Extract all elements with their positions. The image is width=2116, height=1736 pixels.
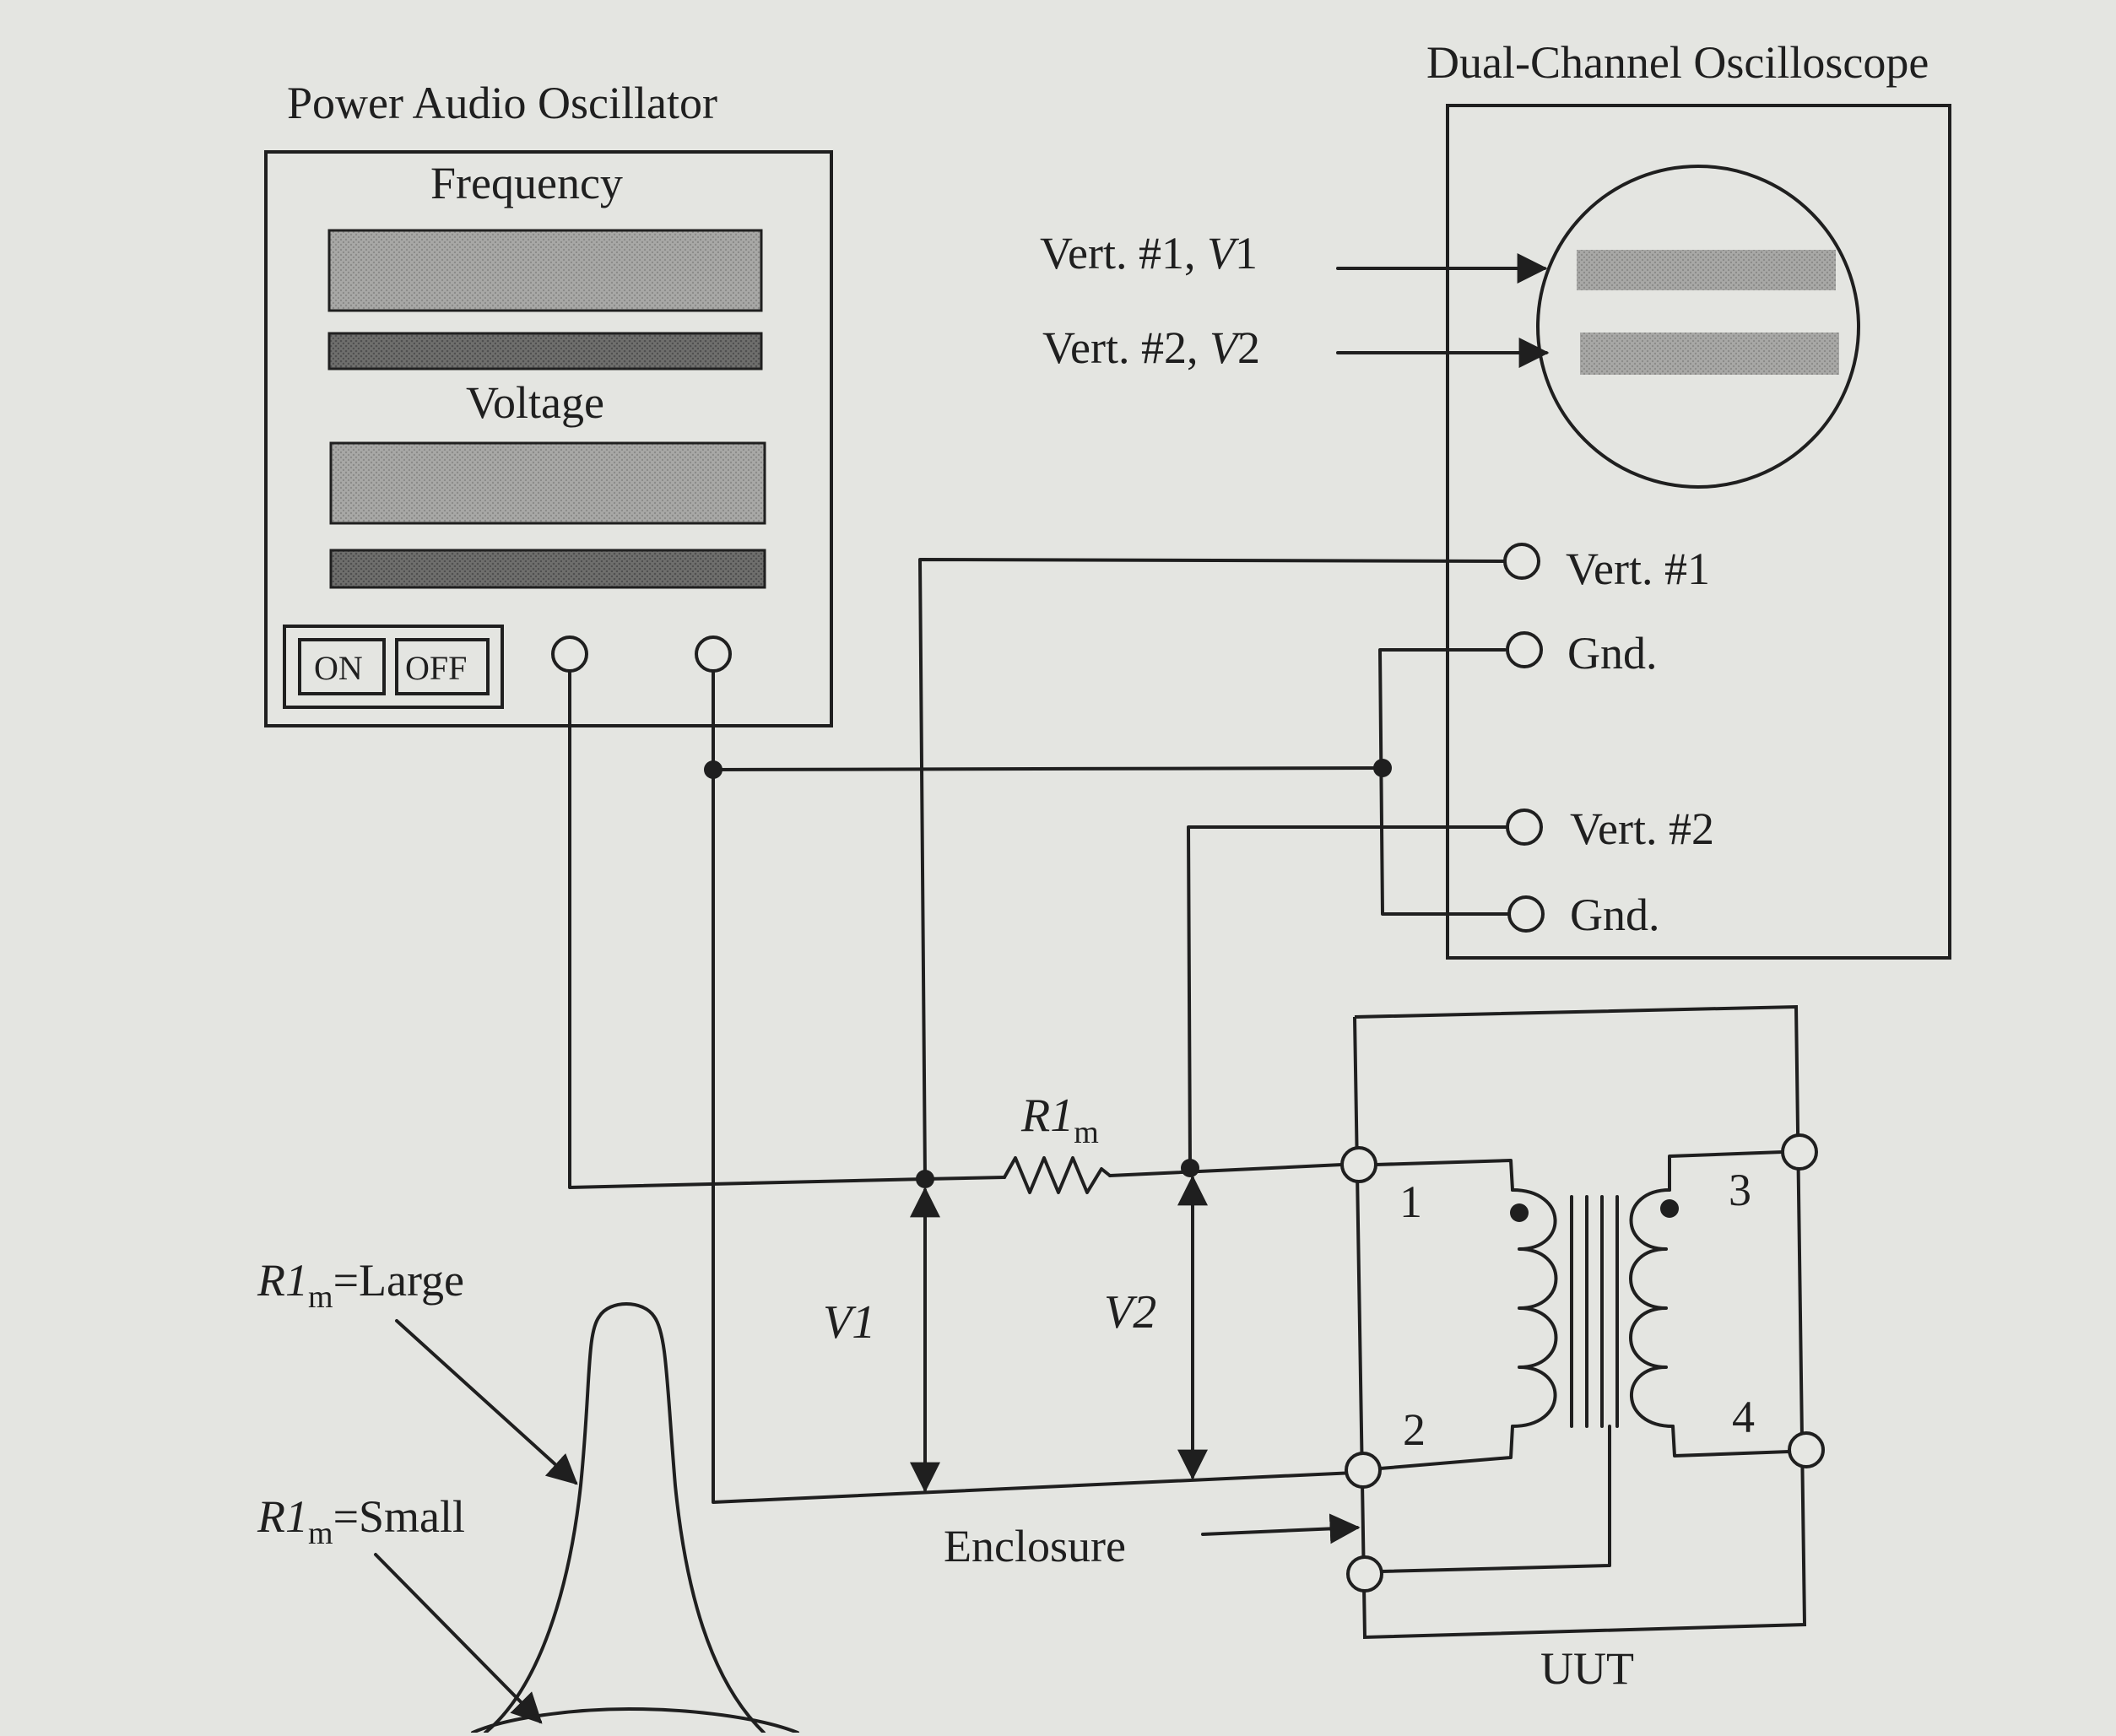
oscillator-ground-wire [712,669,1356,1504]
dual-channel-oscilloscope: Dual-Channel Oscilloscope Vert. #1, V1 V… [1040,37,1951,960]
scope-panel [1446,104,1951,960]
enclosure-label: Enclosure [944,1521,1126,1571]
small-resistance-pointer [374,1553,543,1724]
small-resistance-label: R1m=Small [257,1491,465,1551]
off-button[interactable]: OFF [395,638,490,695]
uut-pin-2-label: 2 [1403,1404,1426,1455]
uut-pin-3-terminal[interactable] [1781,1133,1818,1171]
uut-label: UUT [1540,1643,1634,1694]
secondary-lead-top [1668,1150,1784,1192]
uut-pin-4-label: 4 [1732,1392,1755,1442]
power-switch-frame [283,625,504,709]
power-audio-oscillator: Power Audio Oscillator Frequency Voltage… [264,78,833,727]
oscillator-output-wire [568,669,927,1189]
voltage-slider[interactable] [329,549,766,589]
v1-label: V1 [823,1296,875,1349]
trace-1-label: Vert. #1, V1 [1040,228,1258,279]
scope-ground-wire [1378,648,1511,916]
primary-winding [1511,1188,1558,1428]
oscillator-title: Power Audio Oscillator [287,78,717,128]
vert2-terminal[interactable] [1506,809,1543,846]
uut-enclosure [1353,1004,1807,1640]
v2-label: V2 [1104,1286,1156,1339]
wiring [568,558,1511,1504]
on-button[interactable]: ON [298,638,386,695]
off-label: OFF [405,649,467,687]
gnd2-label: Gnd. [1570,890,1660,940]
uut-pin-2-terminal[interactable] [1345,1452,1382,1489]
large-resistance-label: R1m=Large [257,1255,464,1315]
primary-polarity-dot [1510,1203,1529,1222]
junction-dot [1373,759,1392,777]
secondary-lead-bottom [1671,1425,1791,1457]
trace-1 [1577,250,1836,290]
uut-enclosure-terminal[interactable] [1346,1555,1383,1593]
resistor-label: R1m [1020,1090,1099,1150]
voltage-display [329,441,766,525]
response-sketch: R1m=Large R1m=Small [257,1255,799,1734]
large-resistance-pointer [395,1319,578,1485]
junction-dot [1181,1159,1199,1177]
vert1-terminal[interactable] [1503,543,1540,580]
junction-dot [916,1170,934,1188]
oscillator-output-terminal[interactable] [551,635,588,673]
vert2-probe-wire [1187,825,1509,1168]
uut: UUT 1 2 3 4 [1340,1004,1825,1694]
junction-dot [704,760,722,779]
frequency-display [327,229,763,312]
response-peak-curve [484,1302,766,1734]
uut-pin-1-label: 1 [1399,1176,1422,1227]
secondary-polarity-dot [1660,1199,1679,1218]
gnd2-terminal[interactable] [1507,895,1545,933]
trace-2 [1580,333,1839,375]
oscillator-panel [264,150,833,727]
core-ground-lead [1380,1425,1611,1573]
resistor-r1m [1003,1156,1112,1194]
vert2-label: Vert. #2 [1570,803,1714,854]
response-base-curve [471,1707,799,1734]
enclosure-pointer [1201,1513,1361,1544]
resistor-lead-right [1108,1163,1344,1177]
gnd1-terminal[interactable] [1506,631,1543,668]
frequency-slider[interactable] [327,332,763,370]
frequency-label: Frequency [430,158,623,208]
uut-pin-1-terminal[interactable] [1340,1146,1377,1183]
uut-pin-4-terminal[interactable] [1788,1431,1825,1468]
secondary-winding [1629,1188,1675,1428]
gnd1-label: Gnd. [1567,628,1658,679]
primary-lead-bottom [1378,1425,1514,1470]
oscillator-ground-terminal[interactable] [695,635,732,673]
vert1-label: Vert. #1 [1566,544,1710,594]
vert1-probe-wire [918,558,1507,1181]
uut-pin-3-label: 3 [1729,1165,1751,1215]
primary-lead-top [1374,1159,1514,1192]
scope-title: Dual-Channel Oscilloscope [1426,37,1929,88]
scope-screen [1536,165,1860,489]
on-label: ON [314,649,363,687]
voltage-label: Voltage [466,377,604,428]
trace-2-label: Vert. #2, V2 [1042,322,1260,373]
ground-bus-wire [712,766,1384,771]
resistor-lead-left [923,1176,1006,1181]
